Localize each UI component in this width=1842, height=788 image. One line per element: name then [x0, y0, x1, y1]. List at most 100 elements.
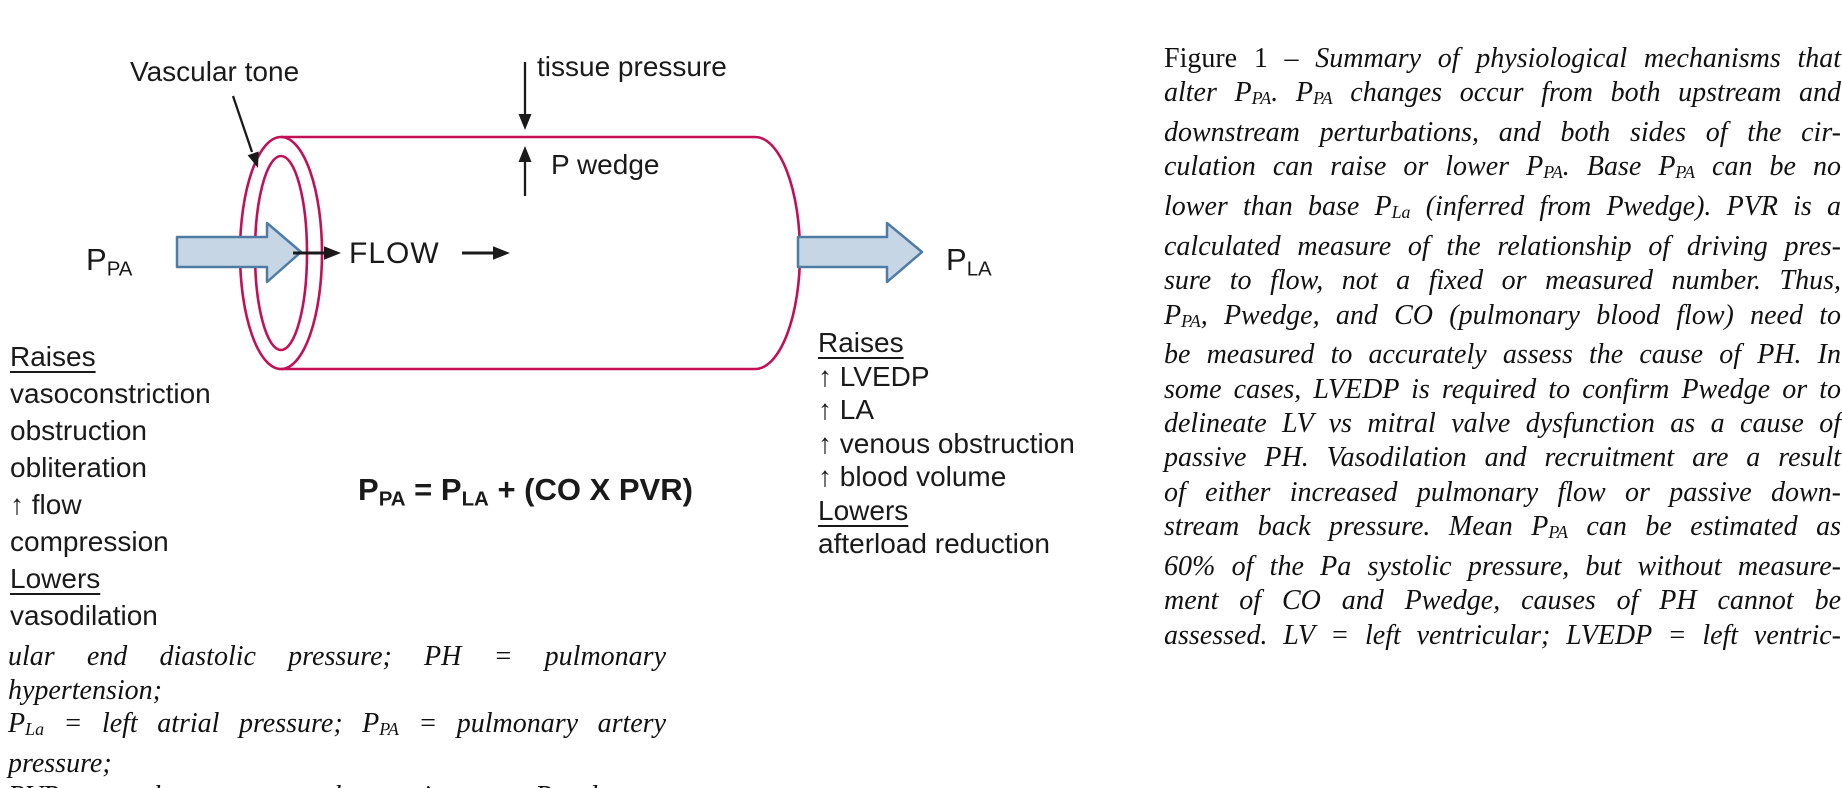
ppa-pressure-label: PPA: [86, 242, 132, 282]
caption-continuation: ular end diastolic pressure; PH = pulmon…: [8, 640, 666, 788]
caption-line: alter PPA. PPA changes occur from both u…: [1164, 76, 1841, 116]
subscript-text: PA: [1313, 88, 1333, 109]
text-segment: downstream perturbations, and both sides…: [1164, 117, 1841, 149]
subscript-text: PA: [379, 719, 399, 740]
raises-header: Raises: [10, 341, 96, 372]
text-segment: sure to flow, not a fixed or measured nu…: [1164, 265, 1841, 297]
text-segment: 60% of the Pa systolic pressure, but wit…: [1164, 550, 1841, 582]
caption-line: calculated measure of the relationship o…: [1164, 230, 1841, 264]
subscript-text: La: [25, 719, 45, 740]
flow-label: FLOW: [349, 237, 440, 270]
text-segment: of either increased pulmonary flow or pa…: [1164, 476, 1841, 508]
lowers-header: Lowers: [818, 494, 909, 526]
text-segment: calculated measure of the relationship o…: [1164, 230, 1841, 262]
text-segment: lower than base P: [1164, 191, 1392, 223]
subscript-text: PA: [1543, 162, 1563, 183]
subscript-text: PA: [378, 487, 406, 511]
list-item: obstruction: [10, 415, 147, 446]
caption-line: assessed. LV = left ventricular; LVEDP =…: [1164, 619, 1841, 653]
text-segment: changes occur from both upstream and: [1332, 77, 1841, 109]
subscript-text: LA: [461, 487, 489, 511]
list-item: compression: [10, 526, 169, 557]
caption-line: of either increased pulmonary flow or pa…: [1164, 476, 1841, 510]
pla-factors-list: Raises ↑ LVEDP↑ LA↑ venous obstruction↑ …: [818, 326, 1075, 561]
text-segment: P: [1164, 299, 1182, 331]
text-segment: (inferred from Pwedge). PVR is a: [1410, 191, 1841, 223]
subscript-text: PA: [1548, 522, 1568, 543]
text-segment: = pulmonary artery pressure;: [8, 708, 666, 779]
list-item: vasoconstriction: [10, 378, 211, 409]
vascular-tone-label: Vascular tone: [130, 56, 300, 87]
text-segment: culation can raise or lower P: [1164, 151, 1544, 183]
figure-caption: Figure 1 – Summary of physiological mech…: [1164, 42, 1841, 653]
pressure-equation: PPA = PLA + (CO X PVR): [358, 472, 693, 512]
caption-line: ular end diastolic pressure; PH = pulmon…: [8, 640, 666, 707]
text-segment: Figure 1 –: [1164, 43, 1316, 74]
ppa-inflow-block-arrow-icon: [175, 221, 303, 284]
vessel-diagram: [175, 62, 924, 371]
raises-items: ↑ LVEDP↑ LA↑ venous obstruction↑ blood v…: [818, 360, 1075, 494]
lowers-header: Lowers: [10, 563, 101, 594]
list-item: afterload reduction: [818, 528, 1050, 559]
text-segment: P: [8, 708, 26, 739]
text-segment: P: [86, 242, 107, 277]
text-segment: stream back pressure. Mean P: [1164, 511, 1549, 543]
text-segment: P: [946, 242, 967, 277]
lowers-items: afterload reduction: [818, 527, 1075, 561]
p-wedge-label: P wedge: [551, 149, 660, 180]
subscript-text: La: [1391, 202, 1411, 223]
pla-outflow-block-arrow-icon: [796, 221, 924, 284]
pla-pressure-label: PLA: [946, 242, 992, 282]
raises-items: vasoconstriction obstruction obliteration ↑…: [10, 375, 211, 560]
caption-line: be measured to accurately assess the cau…: [1164, 338, 1841, 372]
caption-line: culation can raise or lower PPA. Base PP…: [1164, 150, 1841, 190]
caption-line: lower than base PLa (inferred from Pwedg…: [1164, 190, 1841, 230]
caption-line: passive PH. Vasodilation and recruitment…: [1164, 441, 1841, 475]
text-segment: can be estimated as: [1567, 511, 1841, 543]
text-segment: passive PH. Vasodilation and recruitment…: [1164, 442, 1841, 474]
caption-line: some cases, LVEDP is required to confirm…: [1164, 373, 1841, 407]
tissue-pressure-down-arrow-icon: [518, 62, 532, 130]
text-segment: . P: [1271, 77, 1314, 109]
caption-line: delineate LV vs mitral valve dysfunction…: [1164, 407, 1841, 441]
text-segment: ment of CO and Pwedge, causes of PH cann…: [1164, 585, 1841, 617]
caption-line: PLa = left atrial pressure; PPA = pulmon…: [8, 707, 666, 780]
text-segment: Summary of physiological mechanisms that: [1315, 43, 1842, 74]
subscript-text: LA: [966, 257, 992, 281]
list-item: ↑ blood volume: [818, 461, 1007, 492]
text-segment: + (CO X PVR): [488, 472, 693, 507]
text-segment: assessed. LV = left ventricular; LVEDP =…: [1164, 619, 1841, 651]
caption-line: stream back pressure. Mean PPA can be es…: [1164, 510, 1841, 550]
text-segment: be measured to accurately assess the cau…: [1164, 339, 1841, 371]
list-item: ↑ LVEDP: [818, 360, 930, 392]
caption-line: 60% of the Pa systolic pressure, but wit…: [1164, 550, 1841, 584]
list-item: obliteration: [10, 452, 147, 483]
caption-line: PVR = pulmonary vascular resistance; Pwe…: [8, 780, 666, 788]
tissue-pressure-label: tissue pressure: [537, 51, 727, 82]
subscript-text: PA: [1675, 162, 1695, 183]
caption-line: Figure 1 – Summary of physiological mech…: [1164, 42, 1841, 76]
subscript-text: PA: [1251, 88, 1272, 109]
text-segment: , Pwedge, and CO (pulmonary blood flow) …: [1200, 299, 1841, 331]
list-item: vasodilation: [10, 600, 158, 631]
text-segment: P: [358, 472, 379, 507]
vascular-tone-pointer-icon: [231, 95, 259, 168]
lowers-items: vasodilation: [10, 597, 211, 634]
list-item: ↑ LA: [818, 394, 875, 425]
flow-right-arrow-icon: [462, 246, 510, 260]
ppa-factors-list: Raises vasoconstriction obstruction oblite…: [10, 338, 211, 634]
raises-header: Raises: [818, 327, 904, 358]
caption-line: ment of CO and Pwedge, causes of PH cann…: [1164, 584, 1841, 618]
text-segment: PVR = pulmonary vascular resistance; Pwe…: [8, 781, 666, 788]
text-segment: delineate LV vs mitral valve dysfunction…: [1164, 407, 1841, 439]
caption-line: downstream perturbations, and both sides…: [1164, 116, 1841, 150]
text-segment: some cases, LVEDP is required to confirm…: [1164, 373, 1841, 405]
text-segment: ular end diastolic pressure; PH = pulmon…: [8, 641, 666, 706]
text-segment: = P: [405, 472, 462, 507]
list-item: ↑ venous obstruction: [818, 427, 1075, 459]
p-wedge-up-arrow-icon: [518, 146, 532, 196]
text-segment: alter P: [1164, 77, 1252, 109]
list-item: ↑ flow: [10, 489, 82, 520]
subscript-text: PA: [1181, 310, 1201, 331]
